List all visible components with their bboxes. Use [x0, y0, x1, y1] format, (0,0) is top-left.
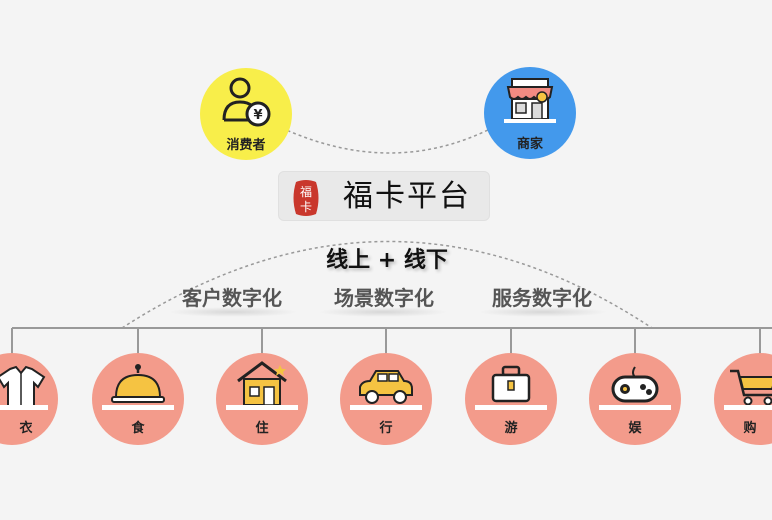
digi-shadow: [168, 307, 298, 317]
merchant-node: 商家: [484, 67, 576, 159]
digitalization-arc: [121, 240, 653, 329]
online-offline-title: 线上 + 线下: [326, 248, 448, 273]
category-tourism: 游: [465, 353, 557, 445]
food-cloche-icon: [111, 364, 165, 403]
category-entertainment: 娱: [589, 353, 681, 445]
service-digitalization: 服务数字化: [492, 286, 592, 310]
shirt-icon: [0, 365, 46, 408]
seal-stamp-icon: 福 卡: [293, 180, 319, 216]
category-label: 游: [504, 421, 518, 436]
category-label: 食: [131, 421, 145, 436]
digi-shadow: [478, 307, 608, 317]
svg-text:¥: ¥: [253, 108, 262, 123]
category-label: 购: [743, 421, 757, 436]
svg-text:卡: 卡: [300, 200, 312, 214]
consumer-merchant-arc: [281, 127, 493, 154]
svg-text:福: 福: [300, 184, 312, 199]
category-clothing: 衣: [0, 353, 58, 445]
customer-digitalization: 客户数字化: [182, 286, 282, 310]
shopping-cart-icon: [730, 369, 772, 406]
consumer-node: ¥ 消费者: [200, 68, 292, 160]
category-label: 住: [255, 421, 269, 436]
digi-shadow: [318, 307, 448, 317]
gamepad-icon: [611, 366, 659, 403]
category-housing: 住: [216, 353, 308, 445]
suitcase-icon: [491, 365, 531, 403]
platform-box: 福 卡 福卡平台: [278, 171, 490, 221]
house-icon: [237, 361, 287, 406]
category-travel: 行: [340, 353, 432, 445]
platform-name: 福卡平台: [343, 179, 471, 214]
category-food: 食: [92, 353, 184, 445]
consumer-label: 消费者: [226, 138, 266, 153]
person-yen-icon: ¥: [222, 77, 271, 127]
category-label: 行: [379, 421, 393, 436]
category-label: 娱: [628, 421, 642, 436]
storefront-icon: [504, 78, 556, 123]
car-icon: [359, 370, 413, 404]
category-label: 衣: [19, 421, 33, 436]
merchant-label: 商家: [516, 137, 543, 152]
scene-digitalization: 场景数字化: [334, 286, 434, 310]
